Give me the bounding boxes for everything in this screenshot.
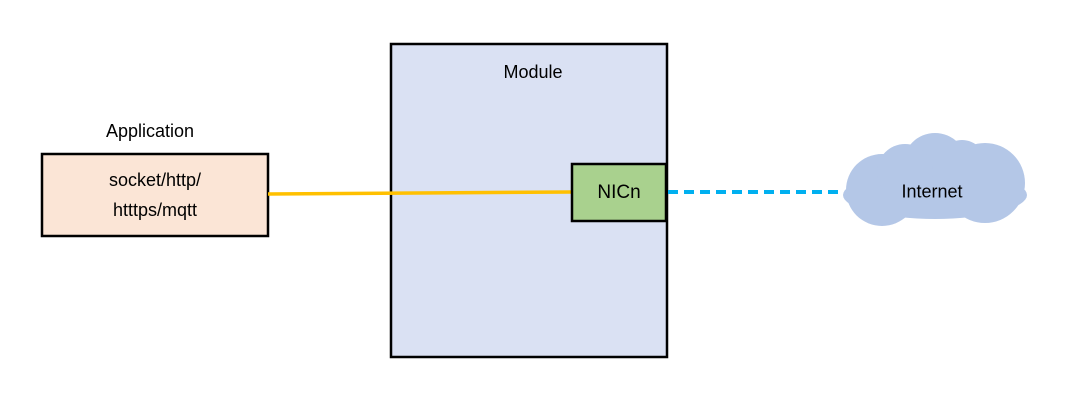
protocols-line-1: socket/http/: [108, 170, 202, 190]
module-title: Module: [503, 62, 563, 82]
application-box: [40, 152, 270, 238]
internet-label: Internet: [901, 181, 963, 202]
nic-box: [570, 162, 668, 223]
app-to-nic-link: [267, 190, 573, 196]
application-protocols: socket/http/ htttps/mqtt: [42, 154, 268, 236]
application-title: Application: [105, 121, 195, 141]
cloud-icon: [843, 133, 1027, 226]
nic-label: NICn: [597, 181, 641, 203]
protocols-line-2: htttps/mqtt: [112, 200, 198, 220]
